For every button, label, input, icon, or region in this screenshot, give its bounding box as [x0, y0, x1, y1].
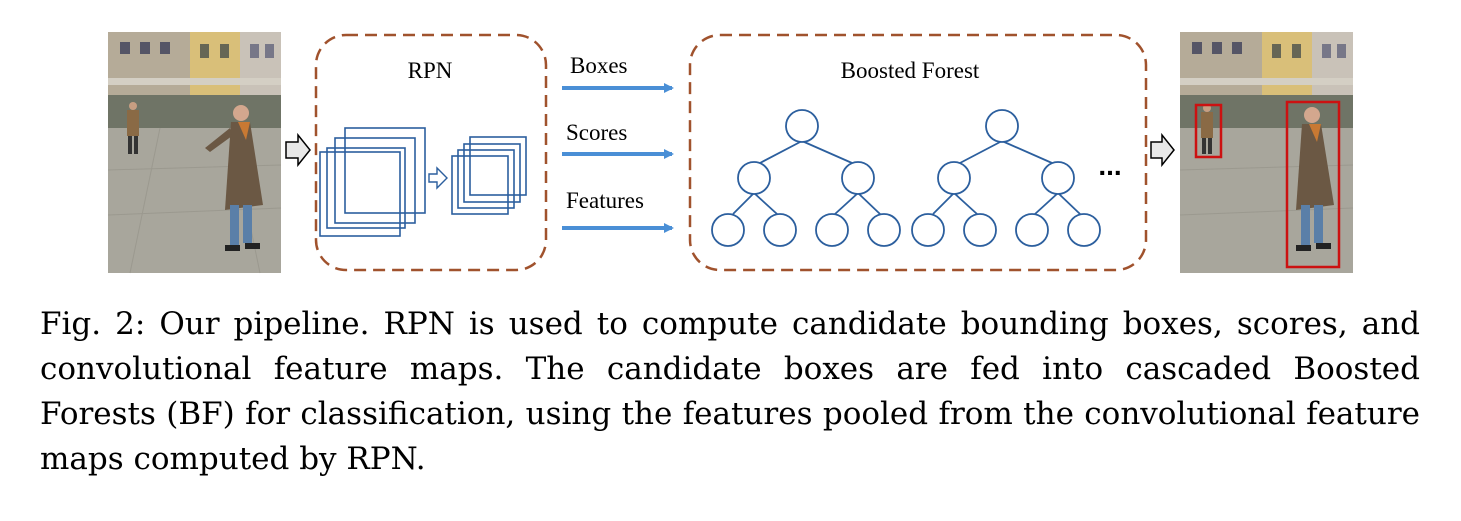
arrow-label-features: Features [566, 188, 644, 213]
pipeline-figure: RPN Boxes Scores Features Boosted Forest [107, 32, 1354, 274]
input-photo [107, 32, 282, 274]
detection-box-large [1285, 100, 1341, 269]
decision-tree-1 [711, 109, 901, 247]
decision-tree-2 [911, 109, 1101, 247]
figure-caption: Fig. 2: Our pipeline. RPN is used to com… [40, 302, 1420, 482]
caption-label: Fig. 2: [40, 306, 146, 342]
forest-ellipsis: ... [1098, 150, 1121, 181]
output-photo [1179, 32, 1354, 273]
rpn-label: RPN [408, 58, 453, 83]
boosted-forest-box [688, 33, 1148, 272]
boosted-forest-label: Boosted Forest [841, 58, 980, 83]
arrow-label-boxes: Boxes [570, 53, 628, 78]
arrow-icon [428, 166, 448, 190]
arrow-label-scores: Scores [566, 120, 627, 145]
arrow-icon [285, 132, 311, 168]
caption-text: Our pipeline. RPN is used to compute can… [40, 306, 1420, 477]
rpn-box [314, 33, 548, 272]
arrow-icon [1150, 132, 1175, 168]
feature-maps-small [451, 136, 527, 215]
detection-box-small [1194, 103, 1223, 159]
feature-maps-large [319, 127, 426, 237]
